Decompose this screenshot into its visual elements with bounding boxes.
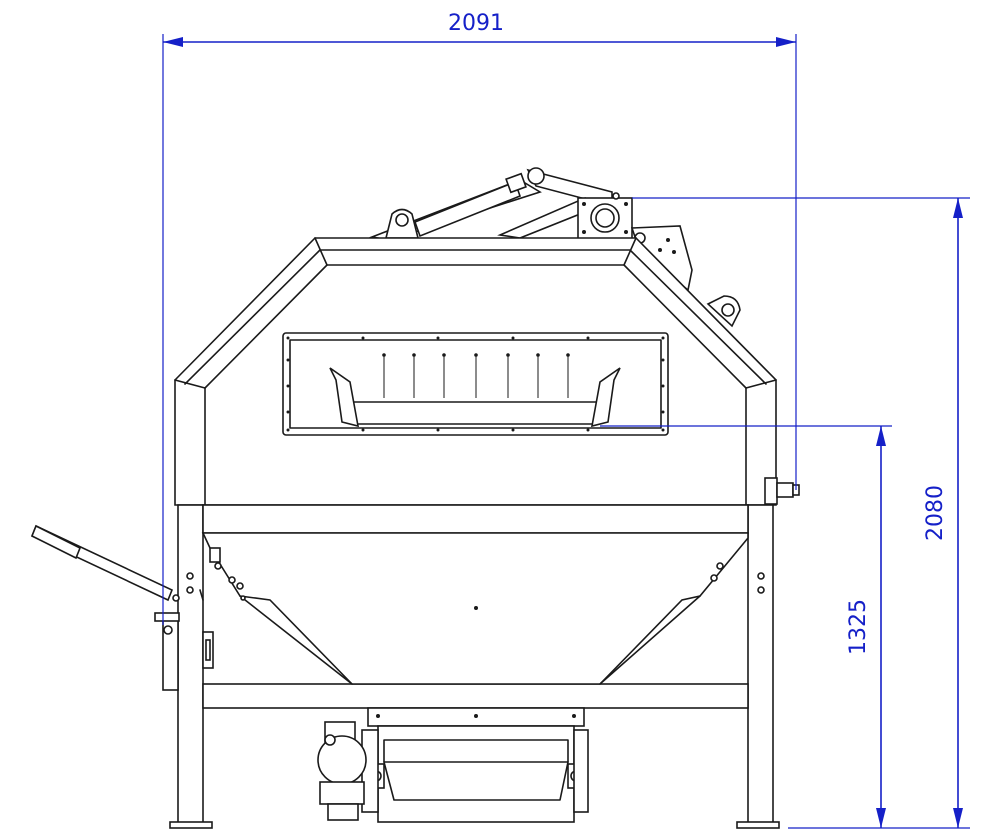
support-frame [169,504,780,829]
dimension-overall-width: 2091 [162,11,797,625]
side-lever [30,524,214,691]
window-height-dimension-label: 1325 [846,599,871,655]
height-dimension-label: 2080 [923,485,948,541]
lower-funnel [201,532,749,685]
discharge-unit [317,707,589,823]
width-dimension-label: 2091 [448,11,504,36]
side-fitting [764,477,800,505]
top-linkage [368,167,741,328]
dimension-overall-height: 2080 [632,197,970,829]
dimension-window-height: 1325 [600,425,892,828]
machine-front-view [30,167,800,829]
inspection-window [282,332,669,436]
